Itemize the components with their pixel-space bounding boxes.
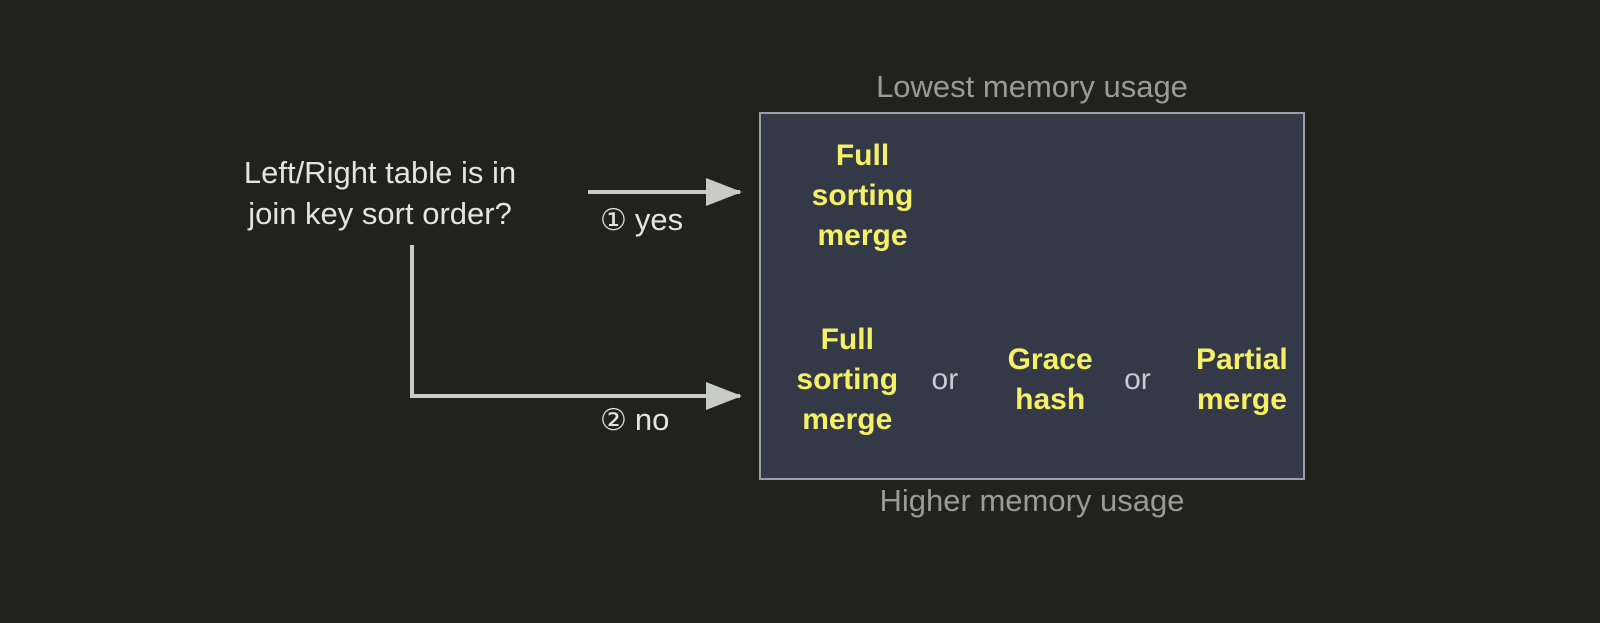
branch-marker-1: ① bbox=[600, 203, 627, 238]
option-line: Partial bbox=[1196, 343, 1288, 376]
branch-marker-2: ② bbox=[600, 403, 627, 438]
option-line: Full bbox=[835, 139, 890, 172]
option-line: merge bbox=[1196, 383, 1287, 416]
option-line: merge bbox=[802, 403, 893, 436]
branch-text-1: yes bbox=[634, 202, 684, 237]
option-line: Full bbox=[820, 323, 874, 356]
option-partial-merge: Partial merge bbox=[1181, 340, 1303, 420]
option-line: merge bbox=[817, 219, 908, 252]
option-line: sorting bbox=[811, 179, 914, 212]
option-row-bottom: Full sorting merge or Grace hash or Part… bbox=[761, 282, 1303, 478]
join-strategy-panel: Full sorting merge Full sorting merge or… bbox=[759, 112, 1305, 480]
question-line-2: join key sort order? bbox=[248, 196, 512, 231]
option-line: sorting bbox=[796, 363, 899, 396]
question-line-1: Left/Right table is in bbox=[243, 155, 517, 190]
caption-higher-memory: Higher memory usage bbox=[879, 483, 1185, 518]
option-grace-hash: Grace hash bbox=[988, 340, 1112, 420]
option-line: hash bbox=[1015, 383, 1086, 416]
option-separator-2: or bbox=[1124, 363, 1151, 396]
option-full-sorting-merge-top: Full sorting merge bbox=[775, 136, 950, 256]
option-line: Grace bbox=[1007, 343, 1093, 376]
arrow-branch-no bbox=[410, 245, 742, 410]
branch-text-2: no bbox=[634, 402, 670, 437]
decision-question: Left/Right table is in join key sort ord… bbox=[190, 152, 570, 234]
option-separator-1: or bbox=[931, 363, 959, 396]
caption-lowest-memory: Lowest memory usage bbox=[876, 69, 1188, 104]
option-full-sorting-merge-bottom: Full sorting merge bbox=[775, 320, 920, 440]
